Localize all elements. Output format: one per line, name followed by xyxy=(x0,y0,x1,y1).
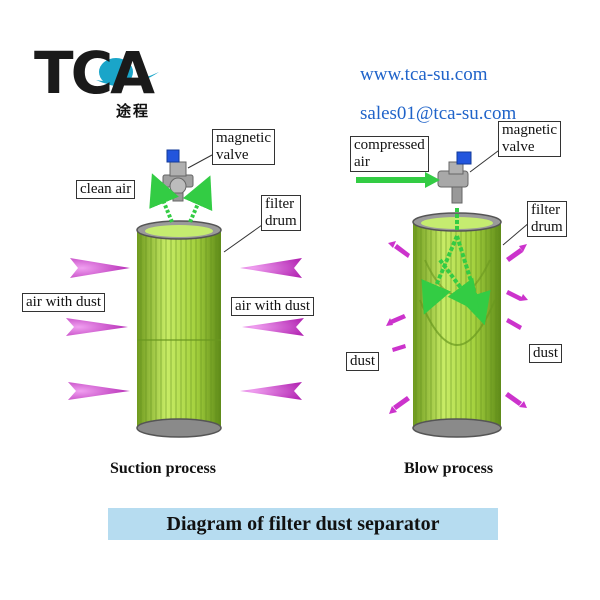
right-leader-lines xyxy=(469,147,531,246)
logo-subtitle: 途程 xyxy=(116,102,151,120)
right-magnetic-valve-icon xyxy=(437,151,472,204)
label-dust-right: dust xyxy=(529,344,563,363)
right-filter-drum xyxy=(412,212,502,438)
company-logo: TCA 途程 xyxy=(34,42,164,122)
left-dust-arrows xyxy=(66,258,304,400)
left-leader-lines xyxy=(187,154,263,253)
email-link[interactable]: sales01@tca-su.com xyxy=(360,103,517,124)
label-clean-air: clean air xyxy=(76,180,136,199)
blow-arrows xyxy=(421,208,491,326)
left-filter-drum xyxy=(136,220,222,438)
label-filter-drum-right: filter drum xyxy=(527,201,567,237)
label-air-with-dust-right: air with dust xyxy=(231,297,314,316)
right-dust-arrows xyxy=(386,241,528,414)
label-magnetic-valve-right: magnetic valve xyxy=(498,121,561,157)
label-dust-left: dust xyxy=(346,352,380,371)
label-air-with-dust-left: air with dust xyxy=(22,293,105,312)
left-magnetic-valve-icon xyxy=(162,149,194,202)
clean-air-arrows xyxy=(149,173,213,223)
caption-blow-process: Blow process xyxy=(404,460,494,477)
caption-suction-process: Suction process xyxy=(110,460,216,477)
logo-letters: TCA xyxy=(34,39,155,107)
diagram-title: Diagram of filter dust separator xyxy=(108,508,498,540)
website-link[interactable]: www.tca-su.com xyxy=(360,64,488,85)
label-magnetic-valve-left: magnetic valve xyxy=(212,129,275,165)
compressed-air-arrow xyxy=(356,172,440,188)
label-compressed-air: compressed air xyxy=(350,136,429,172)
label-filter-drum-left: filter drum xyxy=(261,195,301,231)
logo-swoosh-icon xyxy=(96,58,159,86)
